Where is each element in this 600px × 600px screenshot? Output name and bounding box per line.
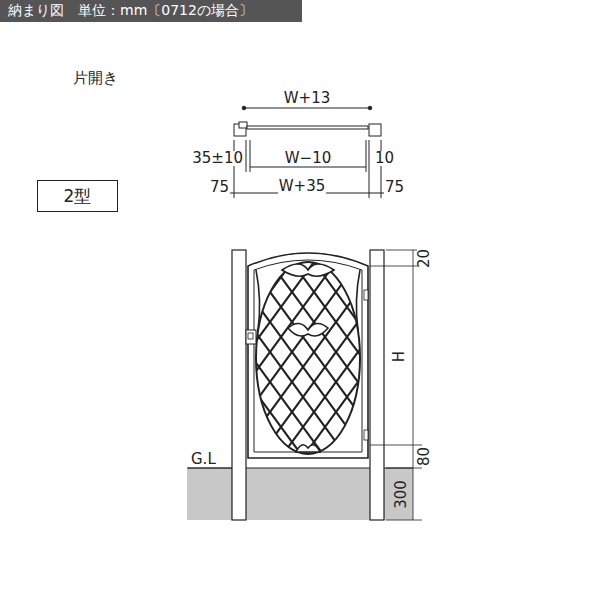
ground-level: G.L xyxy=(190,452,217,467)
dimension: 80 xyxy=(418,445,433,466)
header-band: 納まり図 単位：mm〔0712の場合〕 xyxy=(0,0,302,22)
type-box: 2型 xyxy=(37,180,118,212)
dimension: 20 xyxy=(418,247,433,268)
dimension: W+13 xyxy=(283,91,332,106)
dimension: W−10 xyxy=(284,151,333,166)
type-label: 2型 xyxy=(64,185,92,208)
dimension: W+35 xyxy=(278,179,327,194)
layout-type: 片開き xyxy=(72,71,119,86)
dimension: 75 xyxy=(209,180,230,195)
dimension: 300 xyxy=(393,479,408,510)
dimension: 35±10 xyxy=(191,151,244,166)
dimension: 75 xyxy=(384,180,405,195)
dimension: H xyxy=(393,349,408,362)
dimension: 10 xyxy=(374,151,395,166)
header-text: 納まり図 単位：mm〔0712の場合〕 xyxy=(8,2,253,20)
